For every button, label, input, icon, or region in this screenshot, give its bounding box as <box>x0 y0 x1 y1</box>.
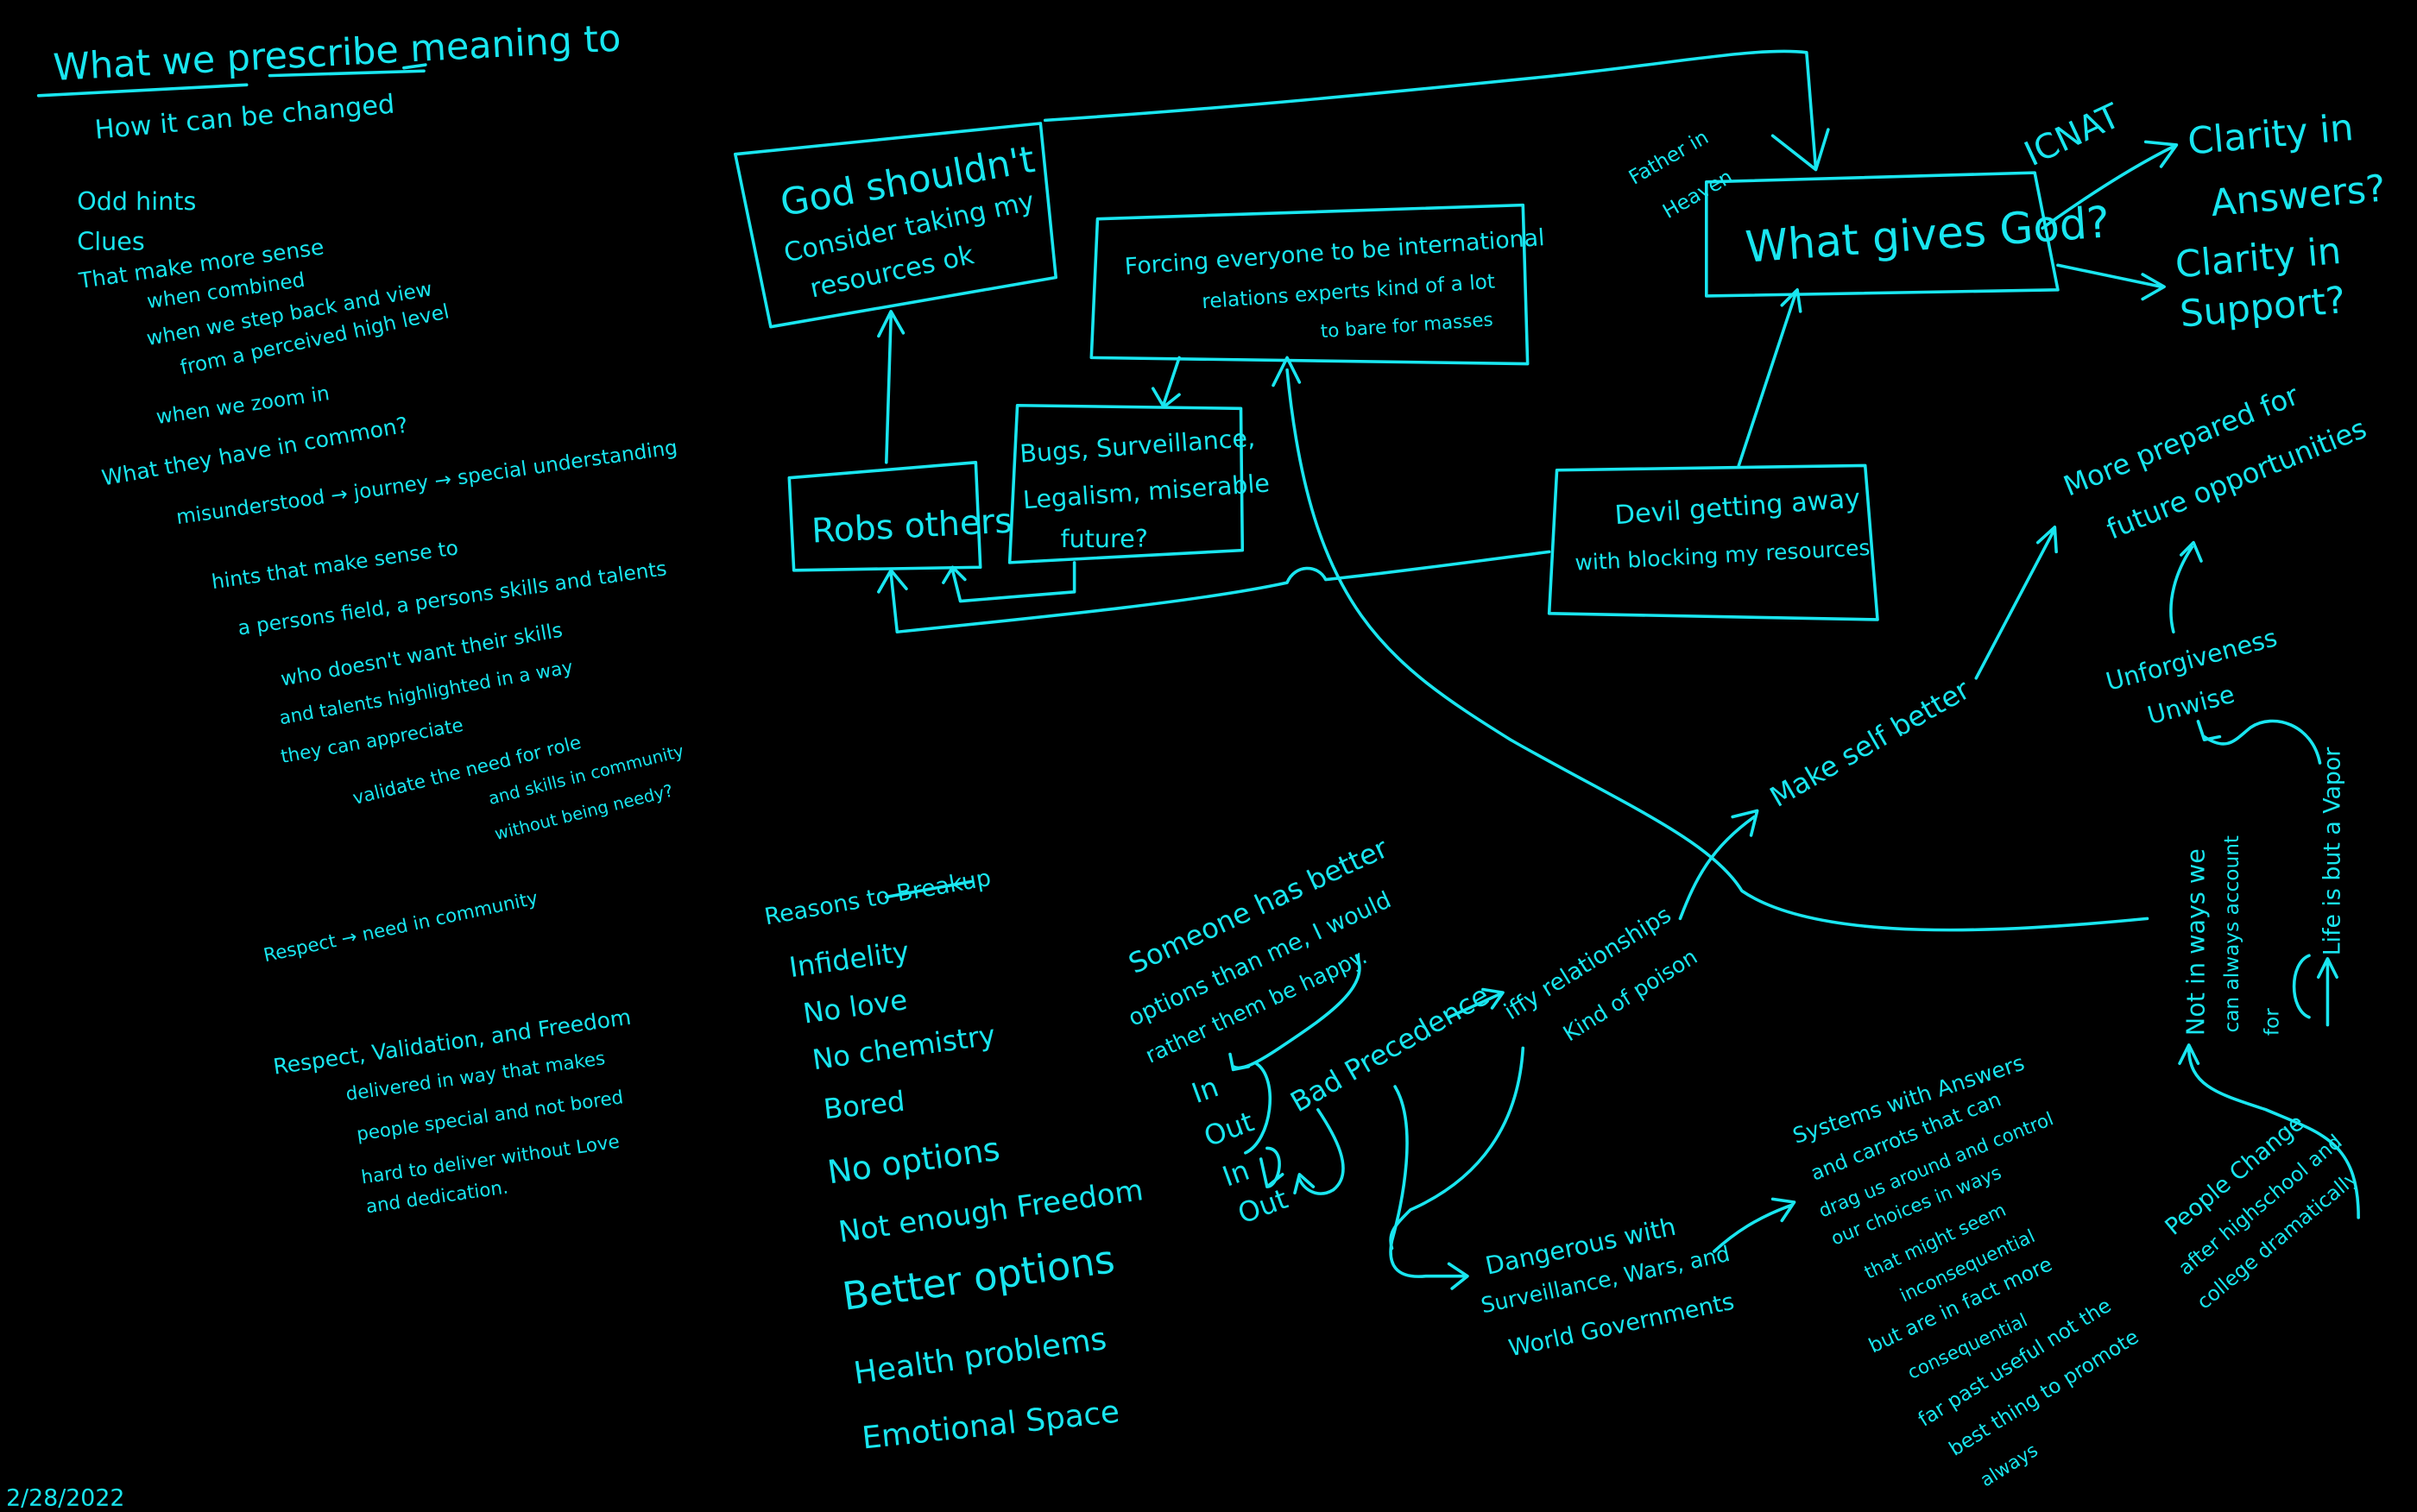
systems-text: always <box>1977 1440 2042 1491</box>
reason-item: No options <box>825 1130 1002 1192</box>
make-self-better: Make self better <box>1764 672 1976 813</box>
reason-item: Emotional Space <box>861 1395 1121 1457</box>
box-text: to bare for masses <box>1320 309 1493 343</box>
unforgiveness-text: Unforgiveness <box>2103 622 2281 696</box>
arrow-whatgives-to-answers <box>2041 140 2179 230</box>
double-arrow-for-life <box>2292 954 2338 1027</box>
left-notes: What we prescribe meaning to How it can … <box>6 17 686 1512</box>
in-out: In <box>1187 1070 1222 1110</box>
note-line: Clues <box>77 226 144 255</box>
clarity-text: Clarity in <box>2174 230 2343 287</box>
box-what-gives: What gives God? <box>1705 171 2111 298</box>
notes-subtitle: How it can be changed <box>93 90 395 146</box>
arrow-god-to-whatgives <box>1043 49 1830 172</box>
arrow-devil-to-robs <box>877 550 1551 634</box>
arrow-devil-to-whatgives <box>1737 288 1802 468</box>
note-line: hints that make sense to <box>211 536 460 594</box>
clarity-text: Answers? <box>2209 167 2387 225</box>
reason-item: Health problems <box>852 1321 1109 1392</box>
in-out: Out <box>1200 1106 1259 1154</box>
arrow-bad-to-iffy <box>1447 987 1505 1019</box>
heading-underline <box>885 879 973 899</box>
connectors <box>877 49 2360 1290</box>
box-god-shouldnt: God shouldn't Consider taking my resourc… <box>734 122 1057 329</box>
loop-out-bad <box>1293 1108 1345 1195</box>
box-text: What gives God? <box>1744 197 2111 272</box>
arrow-people-to-notways <box>2178 1043 2360 1219</box>
box-text: Bugs, Surveillance, <box>1019 423 1256 469</box>
arrow-whatgives-to-support <box>2056 263 2166 301</box>
box-devil: Devil getting away with blocking my reso… <box>1547 463 1879 621</box>
reason-item: Infidelity <box>787 935 912 984</box>
bad-precedence: Bad Precedence <box>1285 979 1495 1118</box>
not-in-ways: can always account <box>2220 835 2243 1033</box>
unforgiveness-text: Unwise <box>2144 679 2237 730</box>
father-label: Heaven <box>1659 165 1737 224</box>
box-robs: Robs others <box>787 461 1013 572</box>
arrow-vapor-to-unforgiveness <box>2196 719 2322 765</box>
box-forcing: Forcing everyone to be international rel… <box>1089 203 1545 366</box>
box-text: with blocking my resources <box>1575 535 1871 576</box>
arrow-iffy-to-better <box>1678 809 1759 921</box>
note-line: Odd hints <box>77 186 196 216</box>
box-bugs: Bugs, Surveillance, Legalism, miserable … <box>1007 403 1271 564</box>
box-text: Robs others <box>811 502 1013 551</box>
icnat-label: ICNAT <box>2019 97 2127 174</box>
in-out: In <box>1218 1154 1253 1194</box>
notes-title: What we prescribe meaning to <box>52 17 622 90</box>
arrow-bugs-to-robs <box>942 561 1076 603</box>
loop-in-out <box>1244 1062 1284 1188</box>
reason-item: Better options <box>840 1237 1118 1320</box>
clarity-text: Clarity in <box>2186 106 2355 164</box>
arrow-better-to-prepared <box>1974 526 2058 680</box>
date-label: 2/28/2022 <box>6 1485 124 1512</box>
clarity-text: Support? <box>2178 279 2347 337</box>
note-line: when we zoom in <box>155 381 331 429</box>
arrow-robs-to-god <box>877 310 906 464</box>
box-text: relations experts kind of a lot <box>1201 270 1495 314</box>
not-in-ways: Not in ways we <box>2181 848 2211 1036</box>
life-vapor: Life is but a Vapor <box>2319 747 2346 956</box>
reasons-list: Reasons to Breakup Infidelity No love No… <box>762 865 1145 1457</box>
not-in-ways: for <box>2260 1008 2283 1036</box>
reason-item: Bored <box>822 1085 906 1126</box>
reasons-heading: Reasons to Breakup <box>762 865 993 931</box>
in-out: Out <box>1234 1182 1292 1231</box>
reason-item: No love <box>801 983 909 1030</box>
arrow-iffy-to-dangerous <box>1389 1046 1525 1251</box>
arrow-forcing-to-bugs <box>1151 356 1181 409</box>
box-text: future? <box>1061 524 1148 553</box>
box-text: Legalism, miserable <box>1022 468 1271 514</box>
arrow-dangerous-to-systems <box>1712 1197 1796 1253</box>
arrow-to-dangerous <box>1389 1085 1469 1290</box>
arrow-loop-to-forcing <box>1272 356 2149 932</box>
arrow-someone-to-in <box>1228 954 1361 1072</box>
arrow-unforgiveness-to-prepared <box>2169 540 2203 634</box>
note-line: Respect → need in community <box>262 887 540 967</box>
reason-item: No chemistry <box>811 1018 998 1076</box>
title-underline <box>36 63 427 98</box>
box-text: Devil getting away <box>1614 483 1862 531</box>
